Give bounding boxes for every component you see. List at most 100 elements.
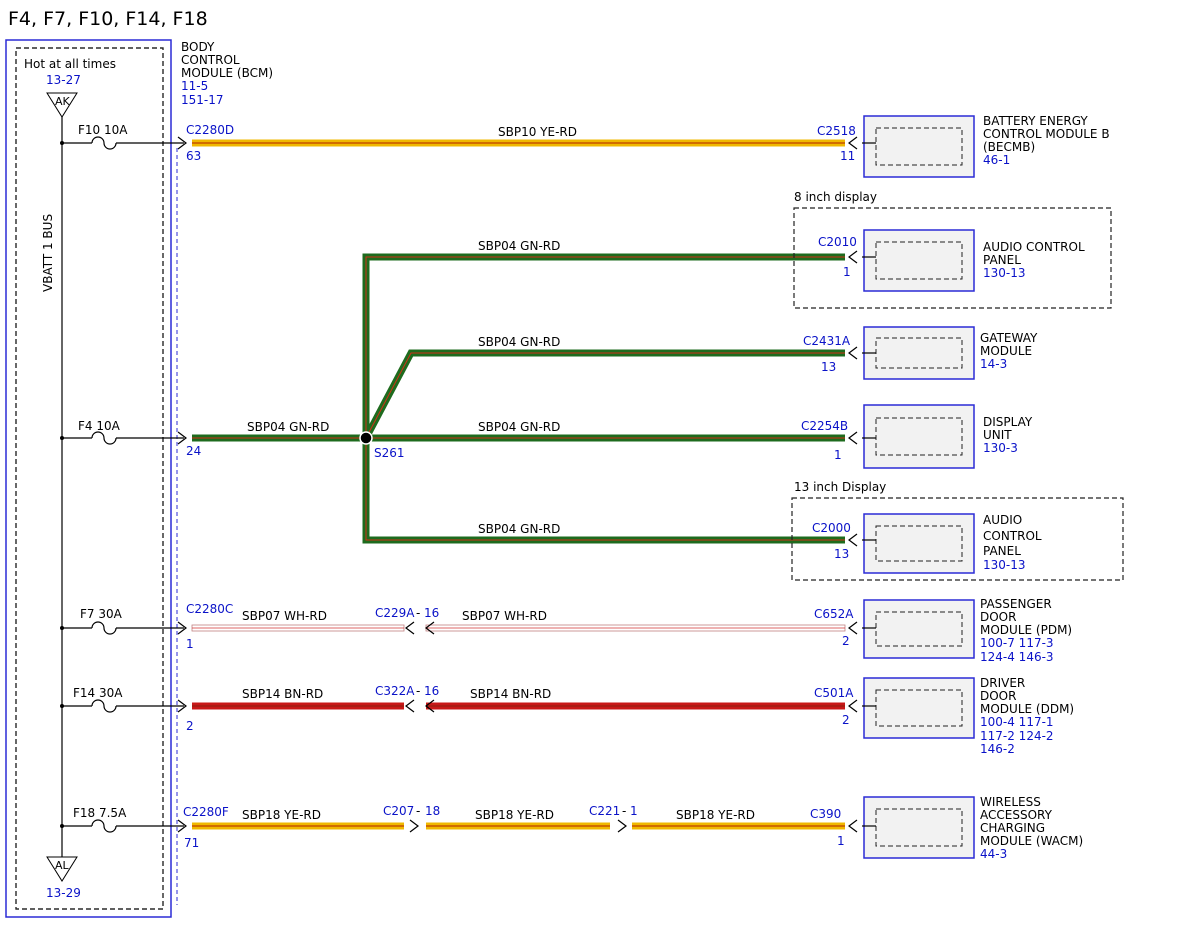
module-arrow-acp13 bbox=[848, 533, 858, 547]
conn-wacm-pin: 1 bbox=[837, 834, 845, 848]
pdm-line-2: DOOR bbox=[980, 610, 1016, 624]
becmb-line-3: (BECMB) bbox=[983, 140, 1035, 154]
wire-f7-b-label: SBP07 WH-RD bbox=[462, 609, 547, 623]
conn-bcm-f10-pin: 63 bbox=[186, 149, 201, 163]
conn-bcm-f4-pin: 24 bbox=[186, 444, 201, 458]
fuse-f18: F18 7.5A bbox=[60, 806, 184, 833]
wire-f18-c-label: SBP18 YE-RD bbox=[676, 808, 755, 822]
wire-f4-acp13-label: SBP04 GN-RD bbox=[478, 522, 560, 536]
bcm-hot-box-border bbox=[15, 47, 164, 910]
gateway-ref: 14-3 bbox=[980, 357, 1007, 371]
conn-acp8-pin: 1 bbox=[843, 265, 851, 279]
module-arrow-ddm bbox=[848, 699, 858, 713]
inline-f18b-pin: 1 bbox=[630, 804, 638, 818]
inline-f7-arrow-right bbox=[425, 621, 435, 635]
ddm-ref-2: 117-2 124-2 bbox=[980, 729, 1054, 743]
fuse-f4-symbol bbox=[91, 431, 117, 445]
wire-f4-main-label: SBP04 GN-RD bbox=[247, 420, 329, 434]
inline-f14-pin: 16 bbox=[424, 684, 439, 698]
pdm-ref-1: 100-7 117-3 bbox=[980, 636, 1054, 650]
inline-f14-dash: - bbox=[416, 684, 420, 698]
vbatt-bus-label: VBATT 1 BUS bbox=[41, 214, 55, 292]
pdm-line-3: MODULE (PDM) bbox=[980, 623, 1072, 637]
wire-f18-a-label: SBP18 YE-RD bbox=[242, 808, 321, 822]
acp13-line-2: CONTROL bbox=[983, 529, 1042, 543]
module-ddm bbox=[862, 677, 975, 739]
conn-bcm-f7-pin: 1 bbox=[186, 637, 194, 651]
inline-f7-name: C229A bbox=[375, 606, 415, 620]
display-line-2: UNIT bbox=[983, 428, 1012, 442]
fuse-f14: F14 30A bbox=[60, 686, 184, 713]
pdm-ref-2: 124-4 146-3 bbox=[980, 650, 1054, 664]
bcm-outline bbox=[5, 39, 172, 918]
wire-f4-display-label: SBP04 GN-RD bbox=[478, 420, 560, 434]
ddm-line-2: DOOR bbox=[980, 689, 1016, 703]
inline-f7-pin: 16 bbox=[424, 606, 439, 620]
module-display bbox=[862, 404, 975, 469]
hot-label: Hot at all times bbox=[24, 57, 116, 71]
bcm-ref-2: 151-17 bbox=[181, 93, 224, 107]
bcm-name-line-1: BODY bbox=[181, 40, 215, 54]
fuse-f14-symbol bbox=[91, 699, 117, 713]
module-arrow-pdm bbox=[848, 621, 858, 635]
module-wacm bbox=[862, 796, 975, 859]
inline-f18a-name: C207 bbox=[383, 804, 414, 818]
wacm-line-3: CHARGING bbox=[980, 821, 1045, 835]
conn-acp13-pin: 13 bbox=[834, 547, 849, 561]
module-acp8 bbox=[862, 229, 975, 292]
fuse-f4: F4 10A bbox=[60, 419, 184, 445]
splice-s261-label: S261 bbox=[374, 446, 405, 460]
conn-bcm-f14-pin: 2 bbox=[186, 719, 194, 733]
ddm-line-3: MODULE (DDM) bbox=[980, 702, 1074, 716]
fuse-f18-symbol bbox=[91, 819, 117, 833]
inline-f14-arrow-left bbox=[405, 699, 415, 713]
splice-s261-dot bbox=[359, 431, 373, 445]
ddm-ref-3: 146-2 bbox=[980, 742, 1015, 756]
wire-f4-tree bbox=[192, 253, 845, 544]
conn-gateway-pin: 13 bbox=[821, 360, 836, 374]
module-gateway bbox=[862, 326, 975, 380]
wire-f10-label: SBP10 YE-RD bbox=[498, 125, 577, 139]
inline-f7-dash: - bbox=[416, 606, 420, 620]
conn-ddm-pin: 2 bbox=[842, 713, 850, 727]
bcm-arrow-f14 bbox=[177, 699, 187, 713]
group-8-inch-label: 8 inch display bbox=[794, 190, 877, 204]
acp8-line-2: PANEL bbox=[983, 253, 1021, 267]
ddm-ref-1: 100-4 117-1 bbox=[980, 715, 1054, 729]
bcm-name-line-2: CONTROL bbox=[181, 53, 240, 67]
group-8-inch-display bbox=[793, 207, 1112, 309]
conn-gateway-name: C2431A bbox=[803, 334, 851, 348]
wire-f18-b-label: SBP18 YE-RD bbox=[475, 808, 554, 822]
fuse-f10: F10 10A bbox=[60, 123, 184, 150]
conn-pdm-pin: 2 bbox=[842, 634, 850, 648]
acp8-ref: 130-13 bbox=[983, 266, 1026, 280]
gateway-line-2: MODULE bbox=[980, 344, 1032, 358]
inline-f18b-dash: - bbox=[622, 804, 626, 818]
bcm-name-line-3: MODULE (BCM) bbox=[181, 66, 273, 80]
conn-bcm-f7-name: C2280C bbox=[186, 602, 233, 616]
inline-f18a-arrow bbox=[409, 819, 419, 833]
module-arrow-becmb bbox=[848, 136, 858, 150]
fuse-f7: F7 30A bbox=[60, 607, 184, 635]
module-becmb bbox=[862, 115, 975, 178]
fuse-f14-label: F14 30A bbox=[73, 686, 123, 700]
conn-bcm-f10-name: C2280D bbox=[186, 123, 234, 137]
conn-acp8-name: C2010 bbox=[818, 235, 857, 249]
wacm-line-2: ACCESSORY bbox=[980, 808, 1053, 822]
fuse-f4-label: F4 10A bbox=[78, 419, 121, 433]
bcm-arrow-f10 bbox=[177, 136, 187, 150]
acp13-line-1: AUDIO bbox=[983, 513, 1022, 527]
wire-f14-a-label: SBP14 BN-RD bbox=[242, 687, 323, 701]
terminal-ak-triangle bbox=[46, 92, 78, 118]
module-acp13 bbox=[862, 513, 975, 574]
becmb-line-2: CONTROL MODULE B bbox=[983, 127, 1110, 141]
fuse-f10-label: F10 10A bbox=[78, 123, 128, 137]
inline-f14-arrow-right bbox=[425, 699, 435, 713]
display-line-1: DISPLAY bbox=[983, 415, 1033, 429]
wire-f4-acp8-label: SBP04 GN-RD bbox=[478, 239, 560, 253]
group-13-inch-label: 13 inch Display bbox=[794, 480, 886, 494]
bcm-arrow-f4 bbox=[177, 431, 187, 445]
terminal-ak-ref: 13-27 bbox=[46, 73, 81, 87]
diagram-title: F4, F7, F10, F14, F18 bbox=[8, 8, 208, 30]
